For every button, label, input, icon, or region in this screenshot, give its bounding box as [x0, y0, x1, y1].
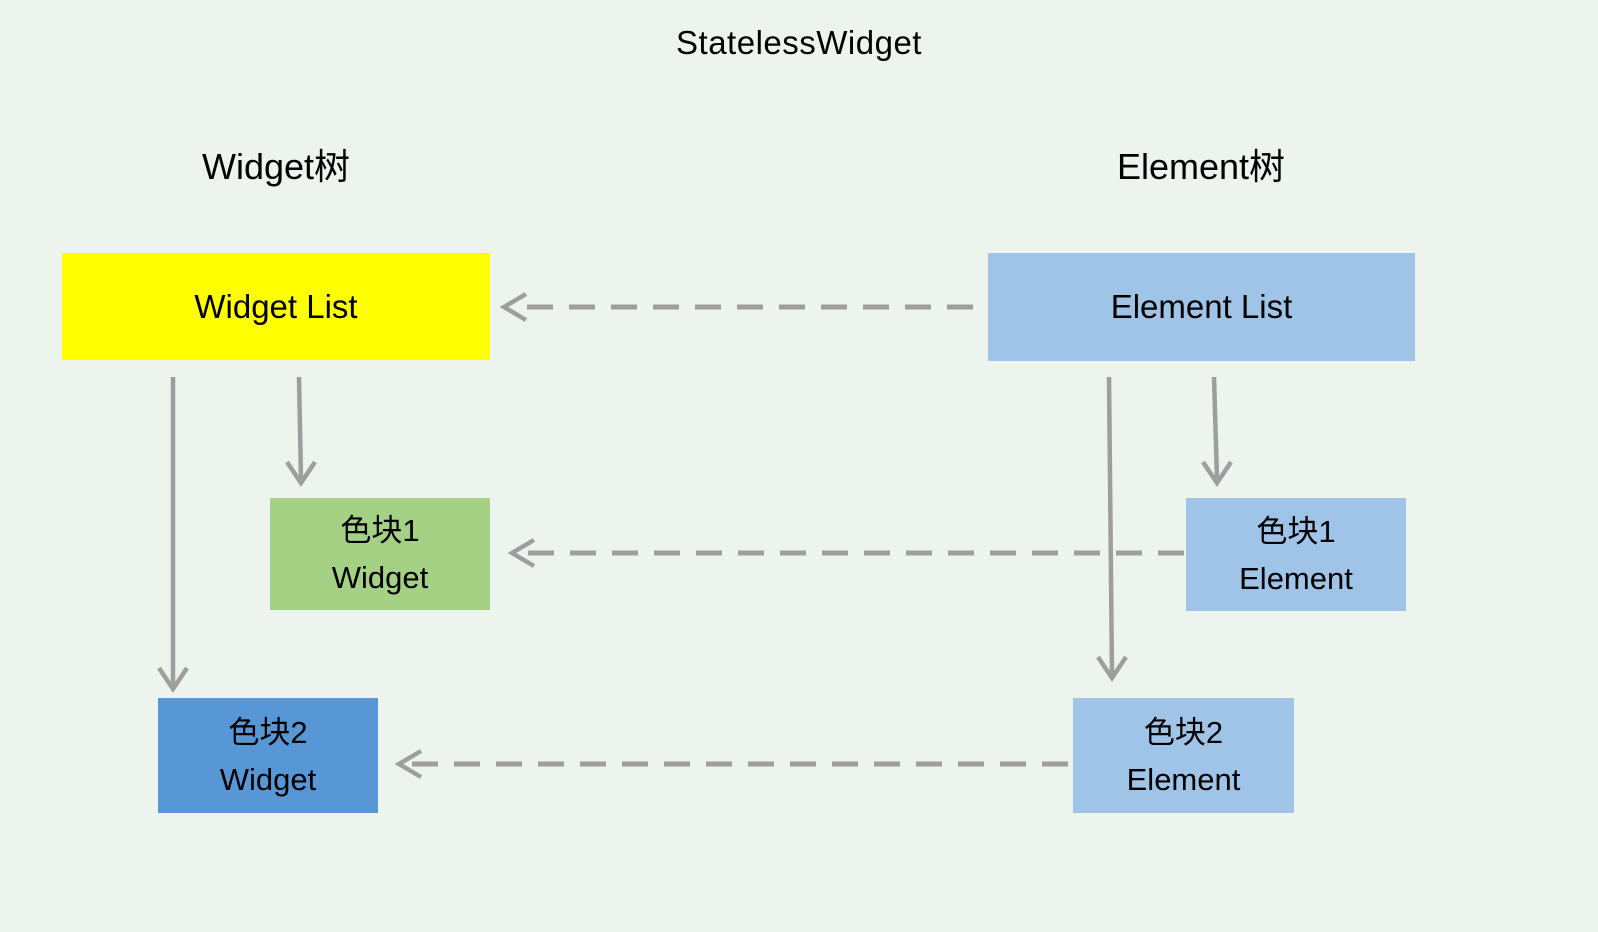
- node-widget-list: Widget List: [62, 253, 490, 360]
- edge-element-list-to-widget-list: [499, 292, 973, 322]
- node-block2-widget: 色块2 Widget: [158, 698, 378, 813]
- node-element-list: Element List: [988, 253, 1415, 361]
- node-block1-element: 色块1 Element: [1186, 498, 1406, 611]
- node-block1-widget-label-line1: 色块1: [340, 513, 420, 548]
- column-heading-widget-tree: Widget树: [201, 146, 351, 187]
- edge-element-list-to-block1-element: [1201, 376, 1233, 488]
- edge-block2-element-to-block2-widget: [394, 749, 1068, 779]
- edge-widget-list-to-block1-widget: [285, 376, 317, 488]
- edge-block1-element-to-block1-widget: [507, 538, 1184, 568]
- node-block2-element-label-line2: Element: [1126, 761, 1241, 797]
- diagram-title: StatelessWidget: [676, 24, 922, 61]
- node-block1-element-label-line1: 色块1: [1256, 513, 1336, 549]
- node-block2-widget-label-line1: 色块2: [228, 714, 308, 750]
- node-element-list-label: Element List: [1110, 288, 1293, 325]
- node-block2-element-label-line1: 色块2: [1143, 714, 1224, 750]
- node-widget-list-label: Widget List: [194, 287, 358, 325]
- node-block2-element: 色块2 Element: [1073, 698, 1294, 813]
- edge-element-list-to-block2-element: [1096, 376, 1128, 683]
- node-block1-widget-label-line2: Widget: [331, 560, 429, 595]
- column-heading-element-tree: Element树: [1116, 146, 1286, 187]
- node-block2-widget-label-line2: Widget: [219, 761, 317, 797]
- node-block1-widget: 色块1 Widget: [270, 498, 490, 610]
- edge-widget-list-to-block2-widget: [157, 377, 189, 694]
- node-block1-element-label-line2: Element: [1239, 560, 1353, 596]
